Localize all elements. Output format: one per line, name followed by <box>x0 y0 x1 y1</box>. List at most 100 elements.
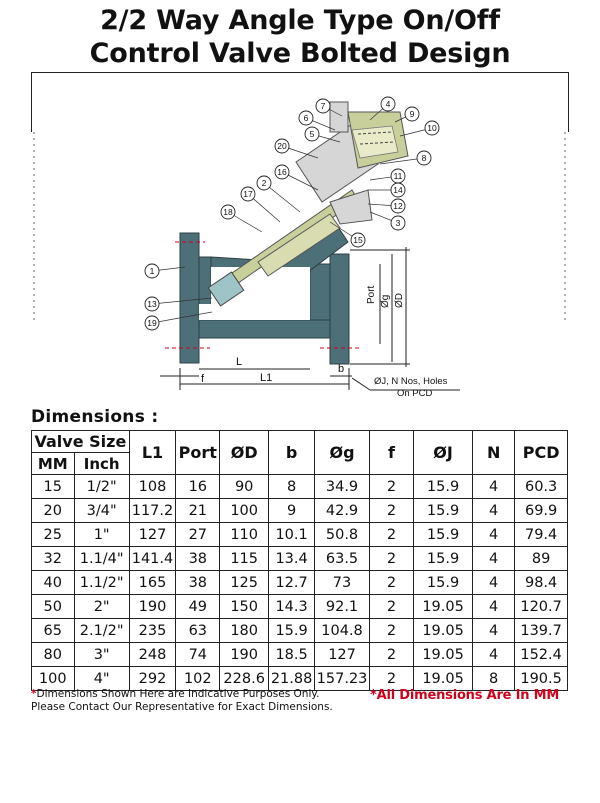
table-cell: 90 <box>219 474 269 499</box>
table-cell: 2 <box>368 522 415 547</box>
table-cell: 63.5 <box>314 546 370 571</box>
callout-number: 7 <box>321 101 326 111</box>
table-cell: 92.1 <box>314 594 370 619</box>
label-L: L <box>236 356 242 368</box>
table-cell: 152.4 <box>514 642 568 667</box>
label-f: f <box>201 373 205 385</box>
table-cell: 4 <box>472 618 516 643</box>
table-cell: 15 <box>31 474 75 499</box>
table-cell: 2 <box>368 666 415 691</box>
frame-top-border <box>31 72 569 73</box>
table-cell: 19.05 <box>413 594 474 619</box>
note-asterisk: * <box>31 688 37 700</box>
callout-bubble <box>390 182 406 198</box>
callout-bubble <box>274 164 290 180</box>
label-od: ØD <box>394 293 405 308</box>
callout-number: 15 <box>353 235 363 245</box>
callout-bubble <box>404 106 420 122</box>
table-cell: 19.05 <box>413 666 474 691</box>
table-cell: 4 <box>472 498 516 523</box>
table-cell: 2" <box>73 594 130 619</box>
table-cell: 190.5 <box>514 666 568 691</box>
callout-number: 12 <box>393 201 403 211</box>
table-cell: 42.9 <box>314 498 370 523</box>
callout-leader <box>263 182 301 213</box>
table-cell: 49 <box>175 594 221 619</box>
callout-number: 2 <box>262 178 267 188</box>
right-flange <box>329 253 350 365</box>
dimensions-table: Valve Size L1 Port ØD b Øg f ØJ N PCD MM… <box>31 430 568 691</box>
disclaimer-note: *Dimensions Shown Here are Indicative Pu… <box>31 688 333 714</box>
table-cell: 65 <box>31 618 75 643</box>
table-cell: 110 <box>219 522 269 547</box>
callout-number: 9 <box>410 109 415 119</box>
callout-number: 1 <box>150 266 155 276</box>
table-cell: 8 <box>472 666 516 691</box>
table-cell: 15.9 <box>413 570 474 595</box>
callout-number: 14 <box>393 185 403 195</box>
table-cell: 165 <box>128 570 177 595</box>
callout-bubble <box>424 120 440 136</box>
callout-number: 11 <box>394 171 403 181</box>
callout-number: 17 <box>243 189 253 199</box>
callout-bubble <box>416 150 432 166</box>
callout-leader <box>151 311 213 324</box>
callout-bubble <box>220 204 236 220</box>
callout-number: 6 <box>304 113 309 123</box>
top-plug <box>329 101 349 133</box>
valve-cross-section-diagram: L L1 f b Port Øg ØD ØJ, N Nos, Holes On … <box>33 96 566 399</box>
table-cell: 139.7 <box>514 618 568 643</box>
table-cell: 157.23 <box>314 666 370 691</box>
right-outlet-wall <box>309 263 331 321</box>
table-cell: 21.88 <box>267 666 316 691</box>
table-cell: 104.8 <box>314 618 370 643</box>
callout-number: 13 <box>147 299 157 309</box>
header-port: Port <box>175 430 221 475</box>
callout-bubble <box>144 263 160 279</box>
table-cell: 19.05 <box>413 618 474 643</box>
table-cell: 15.9 <box>413 522 474 547</box>
lower-cover <box>329 189 373 225</box>
units-note: *All Dimensions Are In MM <box>370 688 560 703</box>
table-cell: 4 <box>472 594 516 619</box>
table-cell: 141.4 <box>128 546 177 571</box>
table-cell: 2.1/2" <box>73 618 130 643</box>
table-cell: 89 <box>514 546 568 571</box>
table-cell: 40 <box>31 570 75 595</box>
table-cell: 34.9 <box>314 474 370 499</box>
table-cell: 2 <box>368 498 415 523</box>
table-cell: 60.3 <box>514 474 568 499</box>
callout-number: 5 <box>310 129 315 139</box>
table-cell: 180 <box>219 618 269 643</box>
note-line-1: Dimensions Shown Here are Indicative Pur… <box>36 688 320 700</box>
callout-number: 16 <box>277 167 287 177</box>
header-og: Øg <box>314 430 370 475</box>
table-cell: 38 <box>175 546 221 571</box>
title-line-1: 2/2 Way Angle Type On/Off <box>100 5 500 36</box>
table-cell: 15.9 <box>413 546 474 571</box>
header-pcd: PCD <box>514 430 568 475</box>
table-cell: 16 <box>175 474 221 499</box>
table-cell: 4 <box>472 546 516 571</box>
callout-bubble <box>350 232 366 248</box>
table-cell: 1.1/4" <box>73 546 130 571</box>
callout-bubble <box>390 215 406 231</box>
actuator-head <box>295 101 409 225</box>
table-cell: 2 <box>368 570 415 595</box>
header-b: b <box>267 430 316 475</box>
table-cell: 98.4 <box>514 570 568 595</box>
header-n: N <box>472 430 516 475</box>
table-cell: 108 <box>128 474 177 499</box>
table-cell: 4 <box>472 474 516 499</box>
table-cell: 2 <box>368 642 415 667</box>
table-cell: 20 <box>31 498 75 523</box>
table-cell: 190 <box>219 642 269 667</box>
dimensions-heading: Dimensions : <box>31 407 159 427</box>
table-header-row: Valve Size L1 Port ØD b Øg f ØJ N PCD <box>31 430 568 475</box>
